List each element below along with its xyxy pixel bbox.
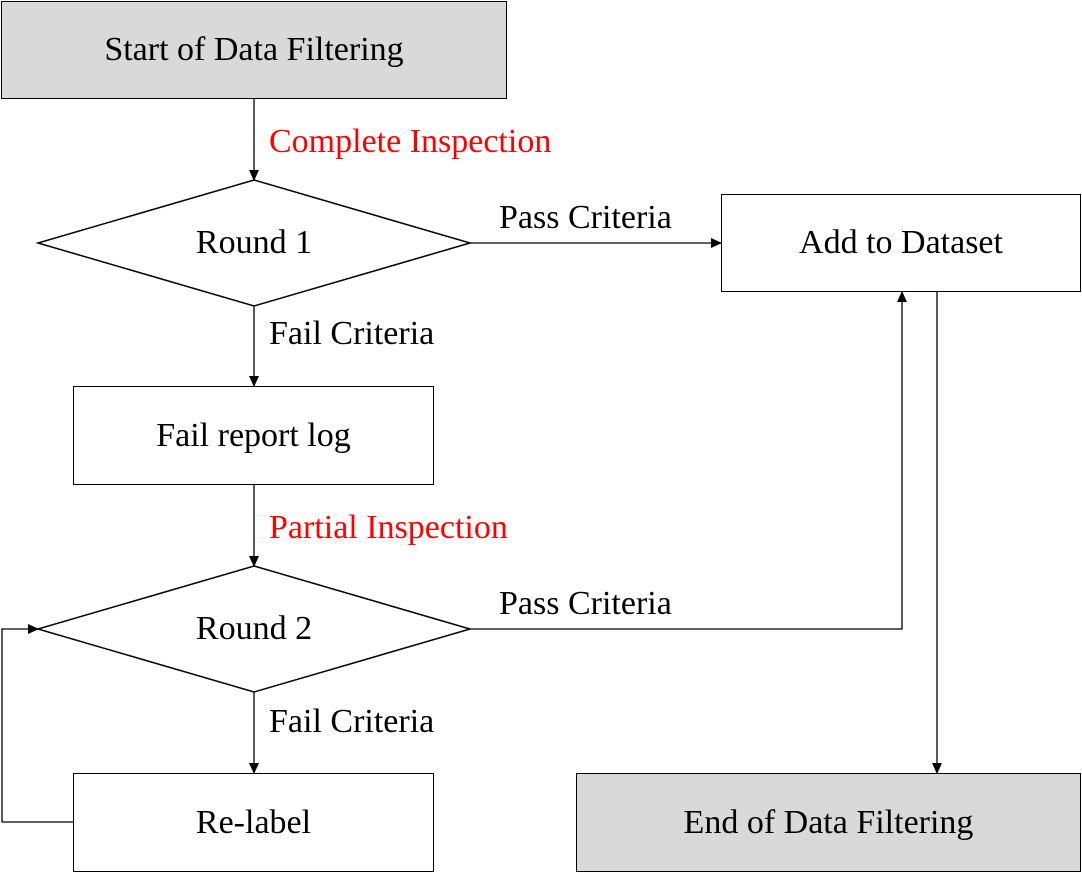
round1-label: Round 1: [195, 224, 313, 261]
start-node: Start of Data Filtering: [1, 1, 507, 99]
partial-inspection-label: Partial Inspection: [269, 509, 508, 546]
round1-fail-label: Fail Criteria: [269, 315, 435, 352]
round2-pass-label: Pass Criteria: [499, 585, 672, 622]
round1-pass-label: Pass Criteria: [499, 199, 672, 236]
arrow-round2-to-dataset: [470, 291, 907, 630]
add-to-dataset-node: Add to Dataset: [721, 194, 1081, 292]
end-node: End of Data Filtering: [576, 773, 1081, 872]
relabel-node: Re-label: [73, 773, 434, 872]
complete-inspection-label: Complete Inspection: [269, 123, 552, 160]
round2-fail-label: Fail Criteria: [269, 703, 435, 740]
arrow-relabel-to-round2: [1, 624, 73, 823]
fail-report-log-node: Fail report log: [73, 386, 434, 485]
round2-label: Round 2: [195, 610, 313, 647]
